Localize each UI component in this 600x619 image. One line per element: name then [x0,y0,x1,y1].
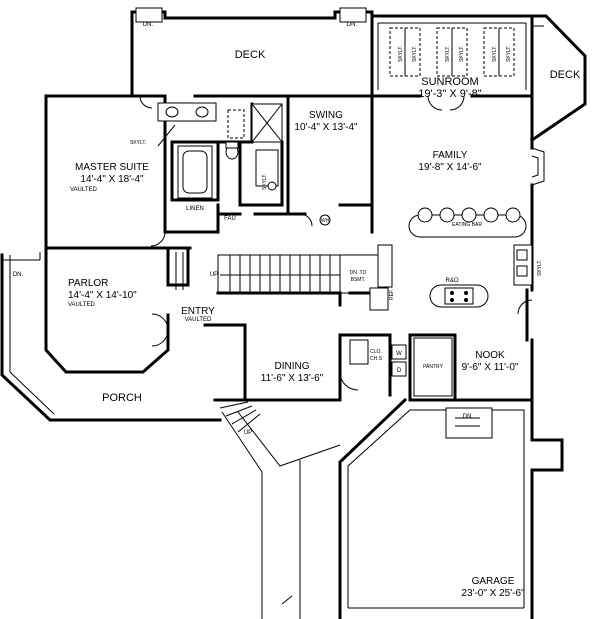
sunroom-label: SUNROOM 19'-3" X 9'-8" [418,76,481,100]
family-size: 19'-8" X 14'-6" [418,162,482,173]
skylt-label-sunroom-5: SKYLT. [492,46,498,62]
family-label: FAMILY 19'-8" X 14'-6" [418,150,482,173]
clo-label-2: CH.S [370,356,383,362]
pantry-label: PANTRY [423,364,443,370]
eating-bar-label: EATING BAR [452,222,482,228]
deck-top-label: DECK [235,49,266,61]
master-note: VAULTED [70,187,97,193]
up-label-walk: UP [244,430,252,436]
parlor-size: 14'-4" X 14'-10" [68,290,137,301]
dn-to-bsmt-label-1: DN. TO [350,270,367,276]
entry-name: ENTRY [181,306,215,317]
front-walk [219,401,341,619]
porch-name: PORCH [102,392,142,404]
exterior-walls [44,94,545,402]
doors [139,95,533,391]
skylt-label-sunroom-1: SKYLT. [398,46,404,62]
dn-to-bsmt-label-2: BSMT. [351,277,366,283]
sunroom-name: SUNROOM [421,76,478,88]
skylt-label-master: SKYLT. [130,140,146,146]
kitchen-fixtures [349,207,533,397]
skylt-label-sunroom-6: SKYLT. [506,46,512,62]
entry-note: VAULTED [185,317,212,323]
range-oven-label: R&O [445,278,458,284]
dining-name: DINING [275,361,310,372]
nook-label: NOOK 9'-6" X 11'-0" [462,350,519,373]
wh-label: WH [321,218,330,224]
master-name: MASTER SUITE [75,162,149,173]
nook-name: NOOK [475,350,505,361]
skylt-label-sunroom-2: SKYLT. [412,46,418,62]
dn-label-garage: DN. [463,414,474,420]
deck-right-name: DECK [550,69,581,81]
swing-name: SWING [309,110,343,121]
dn-label-deck-left: DN. [143,22,154,28]
main-stairs [216,254,380,307]
skylt-label-sunroom-4: SKYLT. [459,46,465,62]
dn-label-porch: DN. [13,272,24,278]
parlor-note: VAULTED [68,302,95,308]
parlor-name: PARLOR [68,278,108,289]
garage-size: 23'-0" X 25'-6" [461,588,525,599]
fau-label: FAU [224,216,236,222]
dryer-label: D [397,368,402,374]
porch-outline [0,252,222,422]
bath-fixtures [157,102,331,226]
dining-label: DINING 11'-6" X 13'-6" [261,361,324,384]
ref-label: REF. [389,289,395,300]
dining-size: 11'-6" X 13'-6" [261,373,324,384]
deck-right-outline [529,14,587,143]
up-label-stairs: UP [210,272,218,278]
skylt-label-bath: SKYLT. [262,174,268,190]
deck-top-name: DECK [235,49,266,61]
garage-label: GARAGE 23'-0" X 25'-6" [461,576,525,599]
master-size: 14'-4" X 18'-4" [80,174,144,185]
clo-label-1: CLO. [370,349,382,355]
sunroom-size: 19'-3" X 9'-8" [418,88,481,100]
linen-label: LINEN [186,206,204,212]
parlor-stair-rail [175,252,184,290]
nook-size: 9'-6" X 11'-0" [462,362,519,373]
garage-name: GARAGE [472,576,515,587]
dn-label-deck-right: DN. [347,22,358,28]
entry-label: ENTRY VAULTED [181,306,215,323]
family-name: FAMILY [433,150,468,161]
garage-outline [338,397,564,619]
master-label: MASTER SUITE 14'-4" X 18'-4" VAULTED [70,162,149,193]
parlor-label: PARLOR 14'-4" X 14'-10" VAULTED [68,278,137,308]
swing-size: 10'-4" X 13'-4" [294,122,358,133]
swing-label: SWING 10'-4" X 13'-4" [294,110,358,133]
washer-label: W [396,351,402,357]
deck-top-outline [130,7,374,98]
skylt-label-kitchen: SKYLT. [537,260,543,276]
skylt-label-sunroom-3: SKYLT. [445,46,451,62]
